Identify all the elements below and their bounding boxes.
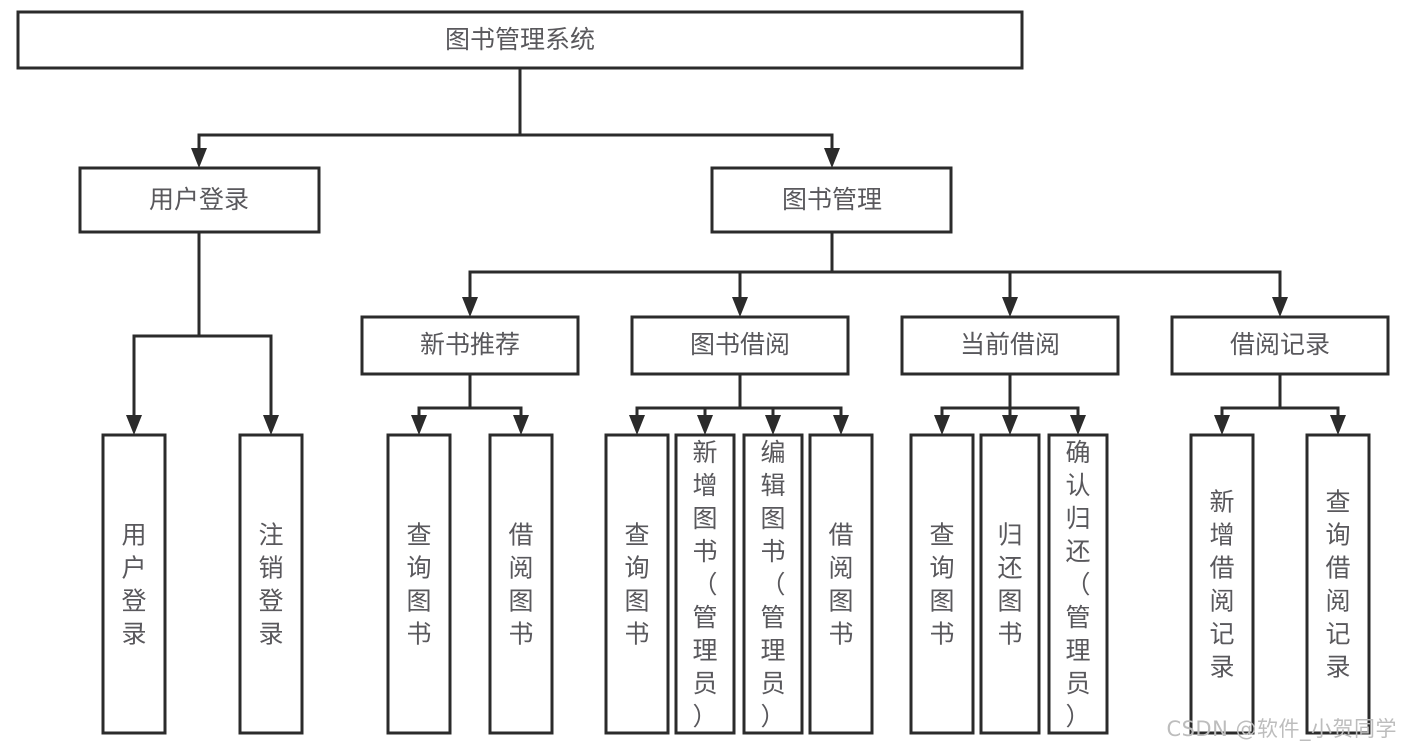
connector-newbook-to-leaves — [411, 372, 529, 435]
node-leaf-12[interactable]: 新增借阅记录 — [1189, 433, 1255, 735]
node-leaf-4[interactable]: 借阅图书 — [488, 433, 554, 735]
node-leaf-11-label: 确认归还（管理员） — [1065, 438, 1090, 731]
connector-records-to-leaves — [1214, 372, 1346, 435]
node-leaf-6[interactable]: 新增图书（管理员） — [674, 433, 736, 735]
node-leaf-1-label: 用户登录 — [121, 521, 146, 649]
node-leaf-8-label: 借阅图书 — [828, 521, 853, 649]
node-root-label: 图书管理系统 — [445, 25, 595, 54]
node-leaf-1[interactable]: 用户登录 — [101, 433, 167, 735]
node-leaf-5-label: 查询图书 — [624, 521, 649, 649]
node-leaf-10-label: 归还图书 — [997, 521, 1022, 649]
node-bookmgmt[interactable]: 图书管理 — [710, 166, 953, 234]
node-leaf-10[interactable]: 归还图书 — [979, 433, 1041, 735]
node-leaf-7[interactable]: 编辑图书（管理员） — [742, 433, 804, 735]
connector-borrow-to-leaves — [629, 372, 849, 435]
node-records-label: 借阅记录 — [1230, 330, 1330, 359]
node-leaf-13-label: 查询借阅记录 — [1325, 488, 1350, 682]
csdn-watermark: CSDN @软件_小贺同学 — [1166, 717, 1397, 741]
node-bookmgmt-label: 图书管理 — [782, 185, 882, 214]
node-leaf-11[interactable]: 确认归还（管理员） — [1047, 433, 1109, 735]
node-leaf-2-label: 注销登录 — [258, 521, 283, 649]
node-borrow-label: 图书借阅 — [690, 330, 790, 359]
node-leaf-9-label: 查询图书 — [929, 521, 954, 649]
node-leaf-3[interactable]: 查询图书 — [386, 433, 452, 735]
connector-bookmgmt-to-level3 — [462, 230, 1288, 317]
node-leaf-6-label: 新增图书（管理员） — [692, 438, 717, 731]
node-login-label: 用户登录 — [149, 185, 249, 214]
connector-login-to-leaves — [126, 230, 279, 435]
node-leaf-3-label: 查询图书 — [406, 521, 431, 649]
node-newbook[interactable]: 新书推荐 — [360, 315, 580, 376]
node-leaf-12-label: 新增借阅记录 — [1209, 488, 1234, 682]
node-leaf-8[interactable]: 借阅图书 — [808, 433, 874, 735]
node-leaf-7-label: 编辑图书（管理员） — [760, 438, 785, 731]
node-records[interactable]: 借阅记录 — [1170, 315, 1390, 376]
node-current[interactable]: 当前借阅 — [900, 315, 1120, 376]
node-leaf-9[interactable]: 查询图书 — [909, 433, 975, 735]
node-current-label: 当前借阅 — [960, 330, 1060, 359]
node-newbook-label: 新书推荐 — [420, 330, 520, 359]
node-borrow[interactable]: 图书借阅 — [630, 315, 850, 376]
connector-root-to-level2 — [191, 66, 840, 168]
node-login[interactable]: 用户登录 — [78, 166, 321, 234]
node-leaf-5[interactable]: 查询图书 — [604, 433, 670, 735]
node-leaf-13[interactable]: 查询借阅记录 — [1305, 433, 1371, 735]
node-root[interactable]: 图书管理系统 — [16, 10, 1024, 70]
connector-current-to-leaves — [934, 372, 1086, 435]
node-leaf-4-label: 借阅图书 — [508, 521, 533, 649]
node-leaf-2[interactable]: 注销登录 — [238, 433, 304, 735]
